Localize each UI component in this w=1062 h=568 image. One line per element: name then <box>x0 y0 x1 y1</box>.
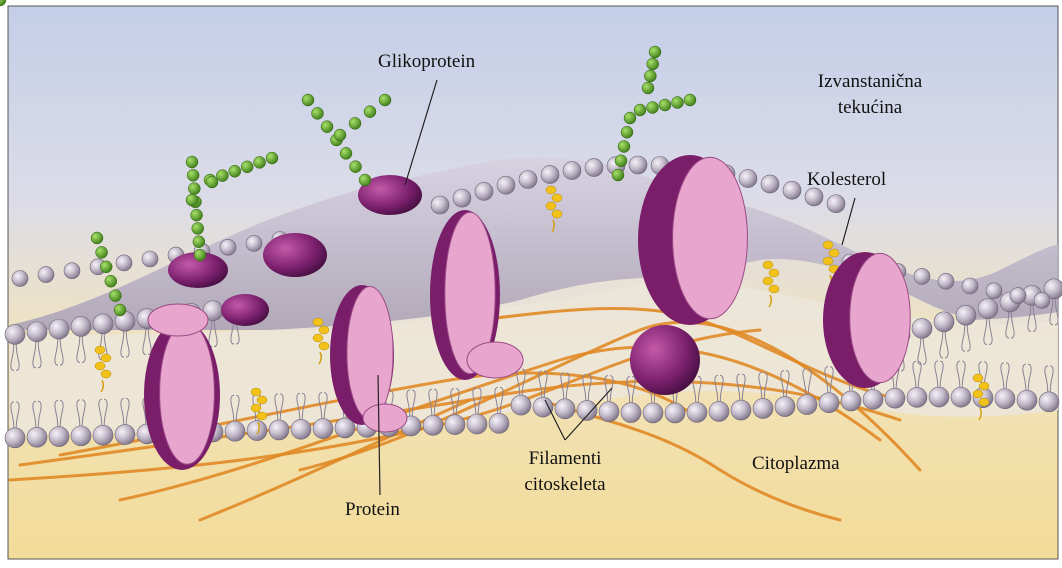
phospholipid-head <box>511 395 531 415</box>
phospholipid-head <box>739 170 757 188</box>
phospholipid-head <box>1010 288 1026 304</box>
phospholipid-head <box>467 414 487 434</box>
phospholipid-head <box>783 181 801 199</box>
phospholipid-head <box>912 318 932 338</box>
label-filaments-2: citoskeleta <box>510 473 620 497</box>
label-cytoplasm: Citoplazma <box>752 452 840 476</box>
phospholipid-head <box>599 402 619 422</box>
phospholipid-head <box>938 273 954 289</box>
phospholipid-head <box>541 166 559 184</box>
phospholipid-head <box>246 235 262 251</box>
phospholipid-head <box>71 426 91 446</box>
protein-lobe <box>467 342 523 378</box>
phospholipid-head <box>731 400 751 420</box>
phospholipid-head <box>687 402 707 422</box>
phospholipid-head <box>247 421 267 441</box>
peripheral-protein <box>263 233 327 277</box>
phospholipid-head <box>115 425 135 445</box>
phospholipid-head <box>934 312 954 332</box>
phospholipid-head <box>1034 292 1050 308</box>
label-filaments-1: Filamenti <box>510 447 620 471</box>
phospholipid-head <box>986 283 1002 299</box>
phospholipid-head <box>27 322 47 342</box>
phospholipid-head <box>142 251 158 267</box>
phospholipid-head <box>841 391 861 411</box>
peripheral-protein <box>221 294 269 326</box>
label-protein: Protein <box>345 498 400 522</box>
phospholipid-head <box>775 397 795 417</box>
phospholipid-head <box>585 159 603 177</box>
phospholipid-head <box>423 415 443 435</box>
phospholipid-head <box>431 196 449 214</box>
phospholipid-head <box>995 389 1015 409</box>
phospholipid-head <box>643 403 663 423</box>
phospholipid-head <box>291 419 311 439</box>
label-extracellular-fluid-1: Izvanstanična <box>810 70 930 94</box>
phospholipid-head <box>12 271 28 287</box>
label-cholesterol: Kolesterol <box>807 168 886 192</box>
label-extracellular-fluid-2: tekućina <box>810 96 930 120</box>
phospholipid-head <box>962 278 978 294</box>
phospholipid-head <box>489 413 509 433</box>
phospholipid-head <box>49 319 69 339</box>
phospholipid-head <box>453 189 471 207</box>
phospholipid-head <box>951 387 971 407</box>
protein-lobe <box>363 404 407 432</box>
phospholipid-head <box>577 400 597 420</box>
phospholipid-head <box>761 175 779 193</box>
protein-lobe <box>148 304 208 336</box>
phospholipid-head <box>978 299 998 319</box>
phospholipid-head <box>555 399 575 419</box>
phospholipid-head <box>116 255 132 271</box>
phospholipid-head <box>819 393 839 413</box>
phospholipid-head <box>5 428 25 448</box>
phospholipid-head <box>71 316 91 336</box>
peripheral-protein <box>630 325 700 395</box>
phospholipid-head <box>885 388 905 408</box>
phospholipid-head <box>49 427 69 447</box>
phospholipid-head <box>5 324 25 344</box>
phospholipid-head <box>665 403 685 423</box>
integral-protein <box>823 252 910 388</box>
phospholipid-head <box>64 263 80 279</box>
phospholipid-head <box>38 267 54 283</box>
phospholipid-head <box>709 401 729 421</box>
phospholipid-head <box>907 387 927 407</box>
phospholipid-head <box>475 182 493 200</box>
phospholipid-head <box>445 415 465 435</box>
phospholipid-head <box>269 420 289 440</box>
phospholipid-head <box>929 387 949 407</box>
phospholipid-head <box>313 419 333 439</box>
phospholipid-head <box>563 162 581 180</box>
phospholipid-head <box>956 305 976 325</box>
phospholipid-head <box>863 389 883 409</box>
phospholipid-head <box>225 421 245 441</box>
phospholipid-head <box>93 314 113 334</box>
phospholipid-head <box>27 427 47 447</box>
phospholipid-head <box>497 176 515 194</box>
integral-protein <box>638 155 747 325</box>
label-glycoprotein: Glikoprotein <box>378 50 475 74</box>
phospholipid-head <box>914 268 930 284</box>
phospholipid-head <box>93 425 113 445</box>
phospholipid-head <box>1039 392 1059 412</box>
phospholipid-head <box>519 171 537 189</box>
phospholipid-head <box>753 398 773 418</box>
integral-protein <box>144 320 220 470</box>
phospholipid-head <box>629 156 647 174</box>
phospholipid-head <box>827 195 845 213</box>
phospholipid-head <box>797 395 817 415</box>
phospholipid-head <box>220 239 236 255</box>
phospholipid-head <box>533 397 553 417</box>
phospholipid-head <box>1017 390 1037 410</box>
phospholipid-head <box>621 403 641 423</box>
